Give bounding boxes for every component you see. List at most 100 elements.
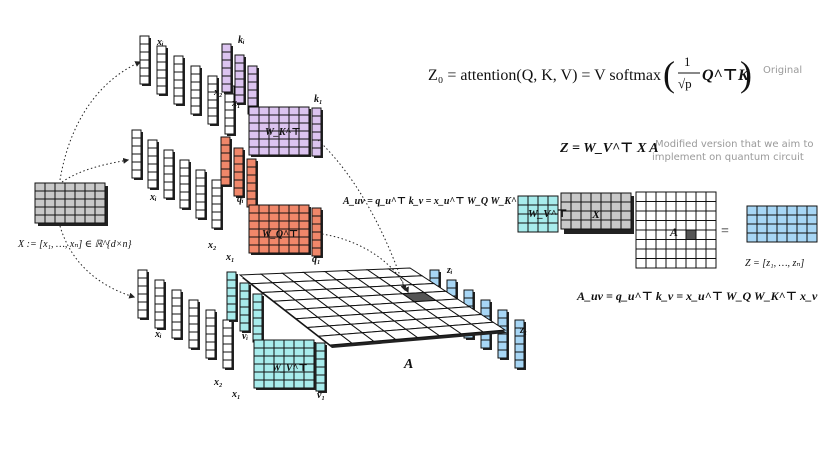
vector-cell — [226, 287, 237, 297]
right-matrix-x — [560, 192, 634, 234]
vector-cell — [221, 43, 232, 53]
x-column-cell — [224, 109, 235, 119]
x-column-cell — [205, 309, 216, 319]
x-column-cell — [163, 181, 174, 191]
z-cell — [766, 223, 778, 234]
paren-right: ) — [740, 54, 752, 94]
label-vi: vᵢ — [242, 331, 248, 342]
a-cell — [685, 201, 697, 212]
wv-cell — [517, 204, 529, 215]
vector-cell — [246, 182, 257, 192]
x-column-cell — [195, 169, 206, 179]
weight-cell — [268, 138, 280, 148]
vector-cell — [221, 67, 232, 77]
z-cell — [786, 214, 798, 225]
a-cell — [705, 220, 717, 231]
x-cell — [34, 190, 46, 200]
x-cell — [44, 182, 56, 192]
z-cell — [796, 205, 808, 216]
vector-cell — [234, 78, 245, 88]
label-x1-bot: x₁ — [231, 389, 241, 400]
x-column-cell — [171, 289, 182, 299]
x-cell — [94, 182, 106, 192]
vector-cell — [220, 168, 231, 178]
x-column-cell — [222, 343, 233, 353]
vector-cell — [311, 223, 322, 233]
vector-cell — [247, 65, 258, 75]
x-cell — [570, 192, 582, 203]
z-cell — [756, 223, 768, 234]
vector-cell — [311, 239, 322, 249]
weight-cell — [248, 228, 260, 238]
a-cell — [705, 258, 717, 269]
x-column-cell — [205, 341, 216, 351]
a-cell — [685, 220, 697, 231]
vector-cell — [233, 179, 244, 189]
x-column-cell — [179, 159, 190, 169]
x-column-cell — [211, 203, 222, 213]
x-cell — [54, 206, 66, 216]
x-column-cell — [173, 95, 184, 105]
original-note: Original — [763, 65, 802, 76]
weight-cell — [268, 106, 280, 116]
right-equals: = — [721, 224, 729, 239]
z-cell — [746, 205, 758, 216]
vector-cell — [246, 190, 257, 200]
vector-cell — [311, 131, 322, 141]
vector-cell — [221, 59, 232, 69]
weight-cell — [278, 204, 290, 214]
z-cell — [446, 279, 457, 289]
weight-cell — [288, 146, 300, 156]
right-matrix-wv — [517, 195, 559, 233]
x-cell — [44, 214, 56, 224]
a-cell — [675, 258, 687, 269]
x-column-cell — [188, 299, 199, 309]
frac-num: 1 — [684, 54, 691, 69]
weight-cell — [248, 106, 260, 116]
weight-cell — [253, 339, 265, 349]
a-cell — [685, 248, 697, 259]
a-cell — [705, 201, 717, 212]
a-cell — [705, 210, 717, 221]
x-cell — [34, 214, 46, 224]
weight-cell — [298, 228, 310, 238]
x-cell — [54, 214, 66, 224]
x-column-cell — [188, 331, 199, 341]
x-column-cell — [222, 327, 233, 337]
weight-cell — [253, 371, 265, 381]
equation-original-lhs: Z₀ = attention(Q, K, V) = V softmax — [428, 67, 661, 84]
x-cell — [54, 182, 66, 192]
weight-cell — [288, 212, 300, 222]
arrow-to-bot-stack — [59, 225, 136, 299]
label-ki: kᵢ — [238, 35, 245, 46]
x-column-cell — [156, 77, 167, 87]
a-cell — [655, 220, 667, 231]
label-x2-top: x₂ — [213, 87, 223, 98]
a-cell — [695, 220, 707, 231]
z-cell — [746, 232, 758, 243]
weight-cell — [298, 244, 310, 254]
x-column-cell — [190, 97, 201, 107]
x-column-cell — [139, 43, 150, 53]
weight-cell — [248, 212, 260, 222]
x-cell — [610, 219, 622, 230]
a-cell — [655, 191, 667, 202]
z-cell — [796, 214, 808, 225]
x-column-cell — [179, 167, 190, 177]
x-cell — [34, 182, 46, 192]
z-cell — [514, 351, 525, 361]
right-matrix-a — [635, 191, 717, 269]
weight-matrix-wk — [248, 106, 311, 157]
x-cell — [44, 190, 56, 200]
x-column-cell — [211, 219, 222, 229]
vector-cell — [221, 51, 232, 61]
x-cell — [84, 214, 96, 224]
right-label-wv: W_V^⊤ — [528, 208, 567, 220]
weight-cell — [258, 244, 270, 254]
x-cell — [64, 198, 76, 208]
a-cell — [635, 220, 647, 231]
equation-modified: Z = W_V^⊤ X A — [559, 141, 659, 156]
weight-cell — [258, 146, 270, 156]
weight-matrix-wv — [253, 339, 316, 390]
vector-cell — [234, 62, 245, 72]
